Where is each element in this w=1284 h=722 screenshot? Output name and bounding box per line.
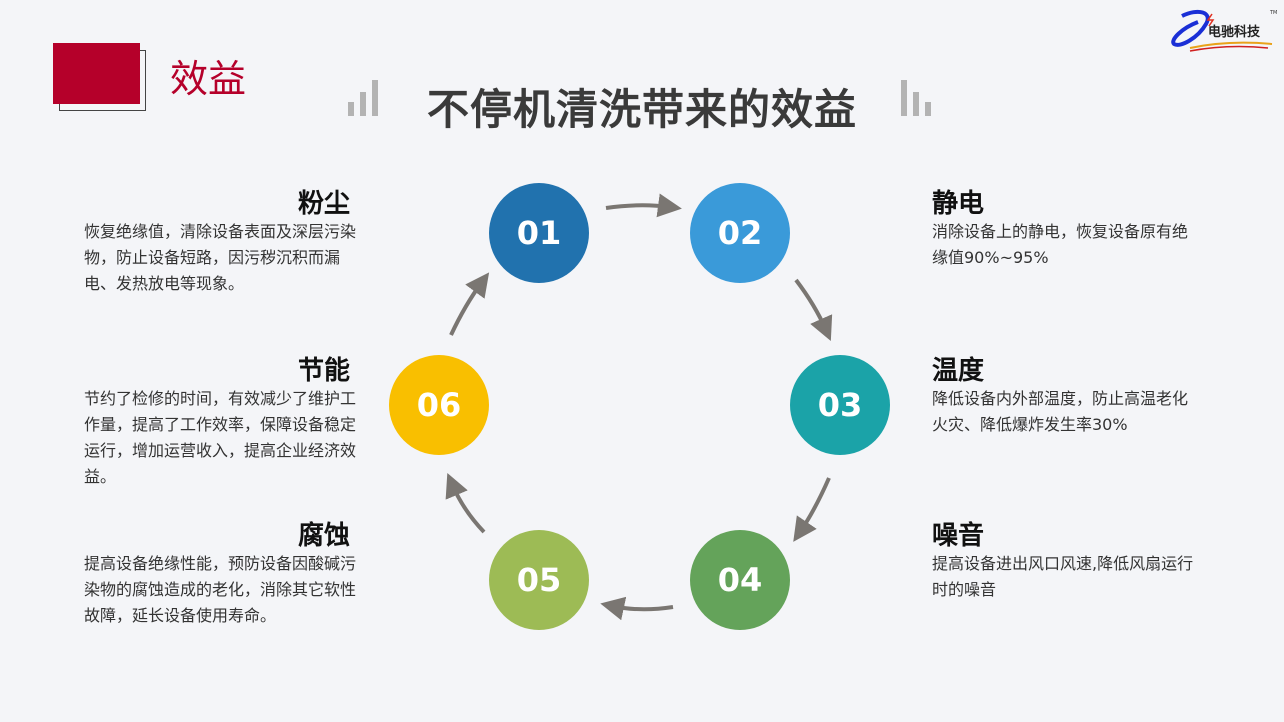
arrow-05-06 (445, 472, 486, 534)
step-description: 提高设备绝缘性能，预防设备因酸碱污染物的腐蚀造成的老化，消除其它软性故障，延长设… (84, 554, 357, 625)
step-description: 提高设备进出风口风速,降低风扇运行时的噪音 (932, 554, 1194, 599)
step-title: 节能 (297, 356, 350, 386)
company-logo: 电驰科技 TM (1168, 4, 1280, 56)
title-bars-left (348, 78, 378, 116)
arrow-02-03 (794, 278, 833, 341)
step-description: 节约了检修的时间，有效减少了维护工作量，提高了工作效率，保障设备稳定运行，增加运… (84, 389, 357, 486)
step-title: 温度 (932, 356, 985, 386)
logo-text: 电驰科技 (1208, 24, 1261, 40)
arrow-01-02 (605, 193, 682, 218)
step-circle-01: 01 (489, 183, 589, 283)
page-title: 不停机清洗带来的效益 (426, 85, 857, 134)
logo-tm: TM (1269, 10, 1277, 16)
step-title: 粉尘 (297, 189, 350, 219)
section-label: 效益 (170, 57, 247, 101)
step-description: 消除设备上的静电，恢复设备原有绝缘值90%~95% (932, 222, 1189, 267)
step-description: 降低设备内外部温度，防止高温老化火灾、降低爆炸发生率30% (932, 389, 1189, 434)
step-circle-03: 03 (790, 355, 890, 455)
step-circle-06: 06 (389, 355, 489, 455)
arrow-03-04 (793, 477, 831, 542)
step-title: 静电 (932, 189, 985, 219)
step-description: 恢复绝缘值，清除设备表面及深层污染物，防止设备短路，因污秽沉积而漏电、发热放电等… (84, 222, 357, 293)
step-title: 腐蚀 (297, 521, 350, 551)
step-circle-05: 05 (489, 530, 589, 630)
title-bars-right (901, 78, 931, 116)
step-title: 噪音 (932, 521, 985, 551)
arrow-06-01 (449, 272, 490, 336)
step-circle-02: 02 (690, 183, 790, 283)
arrow-04-05 (600, 596, 674, 621)
decor-red-block (53, 43, 140, 104)
step-circle-04: 04 (690, 530, 790, 630)
